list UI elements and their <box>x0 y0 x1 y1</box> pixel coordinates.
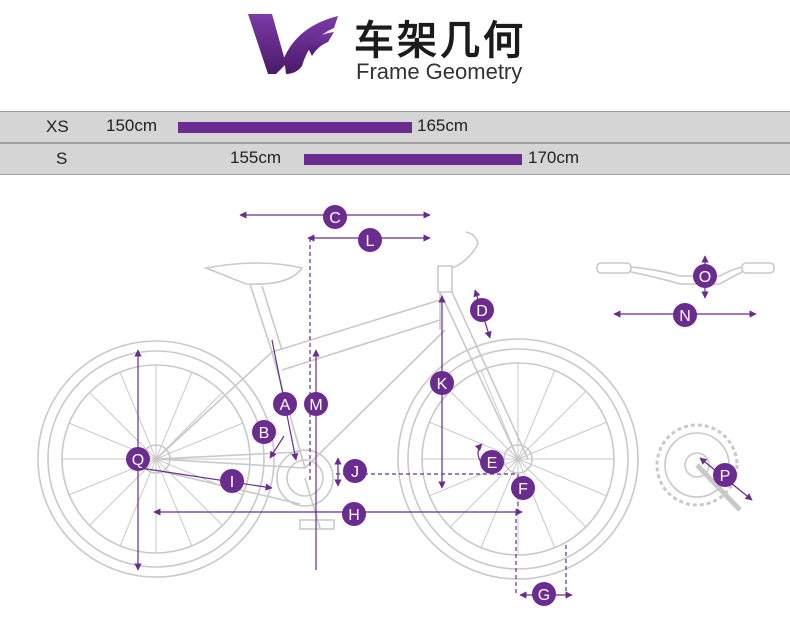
svg-text:N: N <box>679 308 691 325</box>
svg-text:M: M <box>309 397 322 414</box>
height-max: 170cm <box>528 148 580 167</box>
marker-I: I <box>220 469 244 493</box>
marker-L: L <box>358 228 382 252</box>
marker-P: P <box>713 463 737 487</box>
frame <box>155 231 529 530</box>
size-row-xs: XS 150cm 165cm <box>0 111 790 143</box>
height-range-bar <box>304 154 522 165</box>
marker-O: O <box>693 264 717 288</box>
svg-text:B: B <box>259 425 270 442</box>
marker-C: C <box>323 205 347 229</box>
size-row-s: S 155cm 170cm <box>0 143 790 175</box>
title-english: Frame Geometry <box>356 59 523 84</box>
svg-text:I: I <box>230 474 234 491</box>
svg-text:Q: Q <box>132 452 144 469</box>
geometry-diagram: A B C D E F G H I J K L M N O P Q <box>37 205 775 606</box>
marker-A: A <box>273 392 297 416</box>
svg-text:G: G <box>538 587 550 604</box>
brand-logo-icon <box>248 14 338 74</box>
svg-text:O: O <box>699 269 711 286</box>
marker-J: J <box>343 459 367 483</box>
svg-text:E: E <box>487 455 498 472</box>
height-min: 150cm <box>106 116 158 135</box>
marker-K: K <box>430 371 454 395</box>
height-max: 165cm <box>417 116 469 135</box>
svg-text:J: J <box>351 464 359 481</box>
height-min: 155cm <box>230 148 282 167</box>
svg-text:P: P <box>720 468 731 485</box>
marker-H: H <box>342 502 366 526</box>
svg-text:H: H <box>348 507 360 524</box>
svg-text:L: L <box>366 233 375 250</box>
height-range-bar <box>178 122 412 133</box>
svg-text:K: K <box>437 376 448 393</box>
marker-F: F <box>511 476 535 500</box>
svg-text:C: C <box>329 210 341 227</box>
marker-D: D <box>470 298 494 322</box>
title-chinese: 车架几何 <box>354 18 526 64</box>
marker-B: B <box>252 420 276 444</box>
marker-Q: Q <box>126 447 150 471</box>
svg-text:D: D <box>476 303 488 320</box>
header: 车架几何 Frame Geometry <box>0 0 790 105</box>
marker-E: E <box>480 450 504 474</box>
svg-text:A: A <box>280 397 291 414</box>
marker-G: G <box>532 582 556 606</box>
size-label: XS <box>46 117 69 136</box>
handlebar <box>596 262 775 285</box>
bike-illustration <box>37 231 775 580</box>
size-label: S <box>56 149 68 168</box>
marker-M: M <box>304 392 328 416</box>
marker-N: N <box>673 303 697 327</box>
svg-text:F: F <box>518 481 528 498</box>
